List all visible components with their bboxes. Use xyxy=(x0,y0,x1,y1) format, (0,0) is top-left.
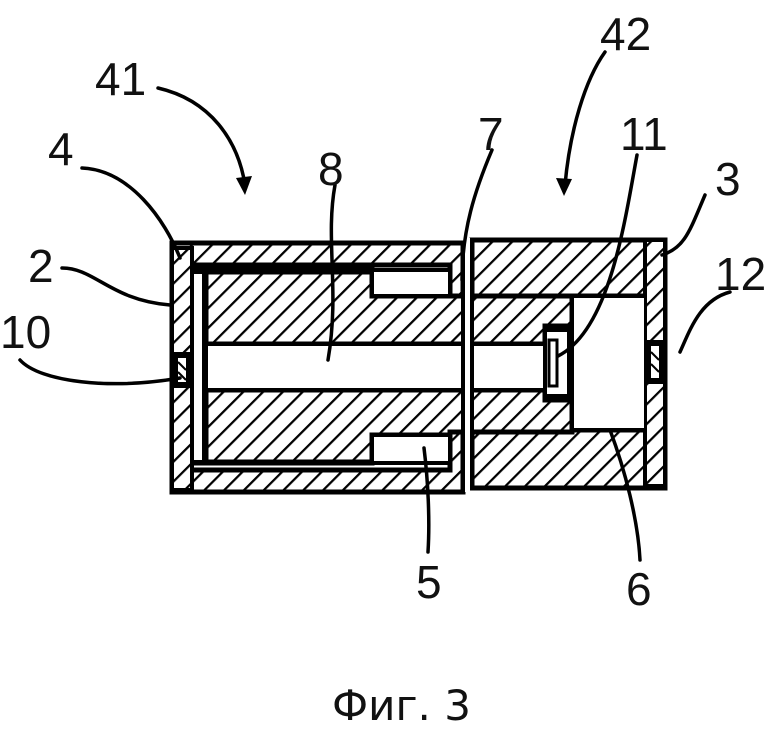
right-seal xyxy=(647,340,663,384)
label-8: 8 xyxy=(318,143,344,195)
label-5: 5 xyxy=(416,556,442,608)
chamber xyxy=(574,298,644,428)
upper-slot xyxy=(370,268,452,298)
central-bore xyxy=(204,342,550,392)
label-2: 2 xyxy=(28,240,54,292)
label-6: 6 xyxy=(626,563,652,615)
reference-numerals: 41 42 4 2 10 8 7 11 3 12 5 6 xyxy=(0,8,766,615)
valve-seat xyxy=(547,338,559,388)
label-12: 12 xyxy=(715,248,766,300)
label-3: 3 xyxy=(715,153,741,205)
label-10: 10 xyxy=(0,306,51,358)
label-41: 41 xyxy=(95,53,146,105)
lower-slot xyxy=(370,433,452,465)
left-seal xyxy=(174,352,190,388)
figure-caption: Фиг. 3 xyxy=(332,681,471,730)
label-7: 7 xyxy=(478,108,504,160)
label-4: 4 xyxy=(48,123,74,175)
label-11: 11 xyxy=(620,108,668,160)
label-42: 42 xyxy=(600,8,651,60)
leader-lines xyxy=(18,50,732,562)
membrane xyxy=(190,270,206,464)
